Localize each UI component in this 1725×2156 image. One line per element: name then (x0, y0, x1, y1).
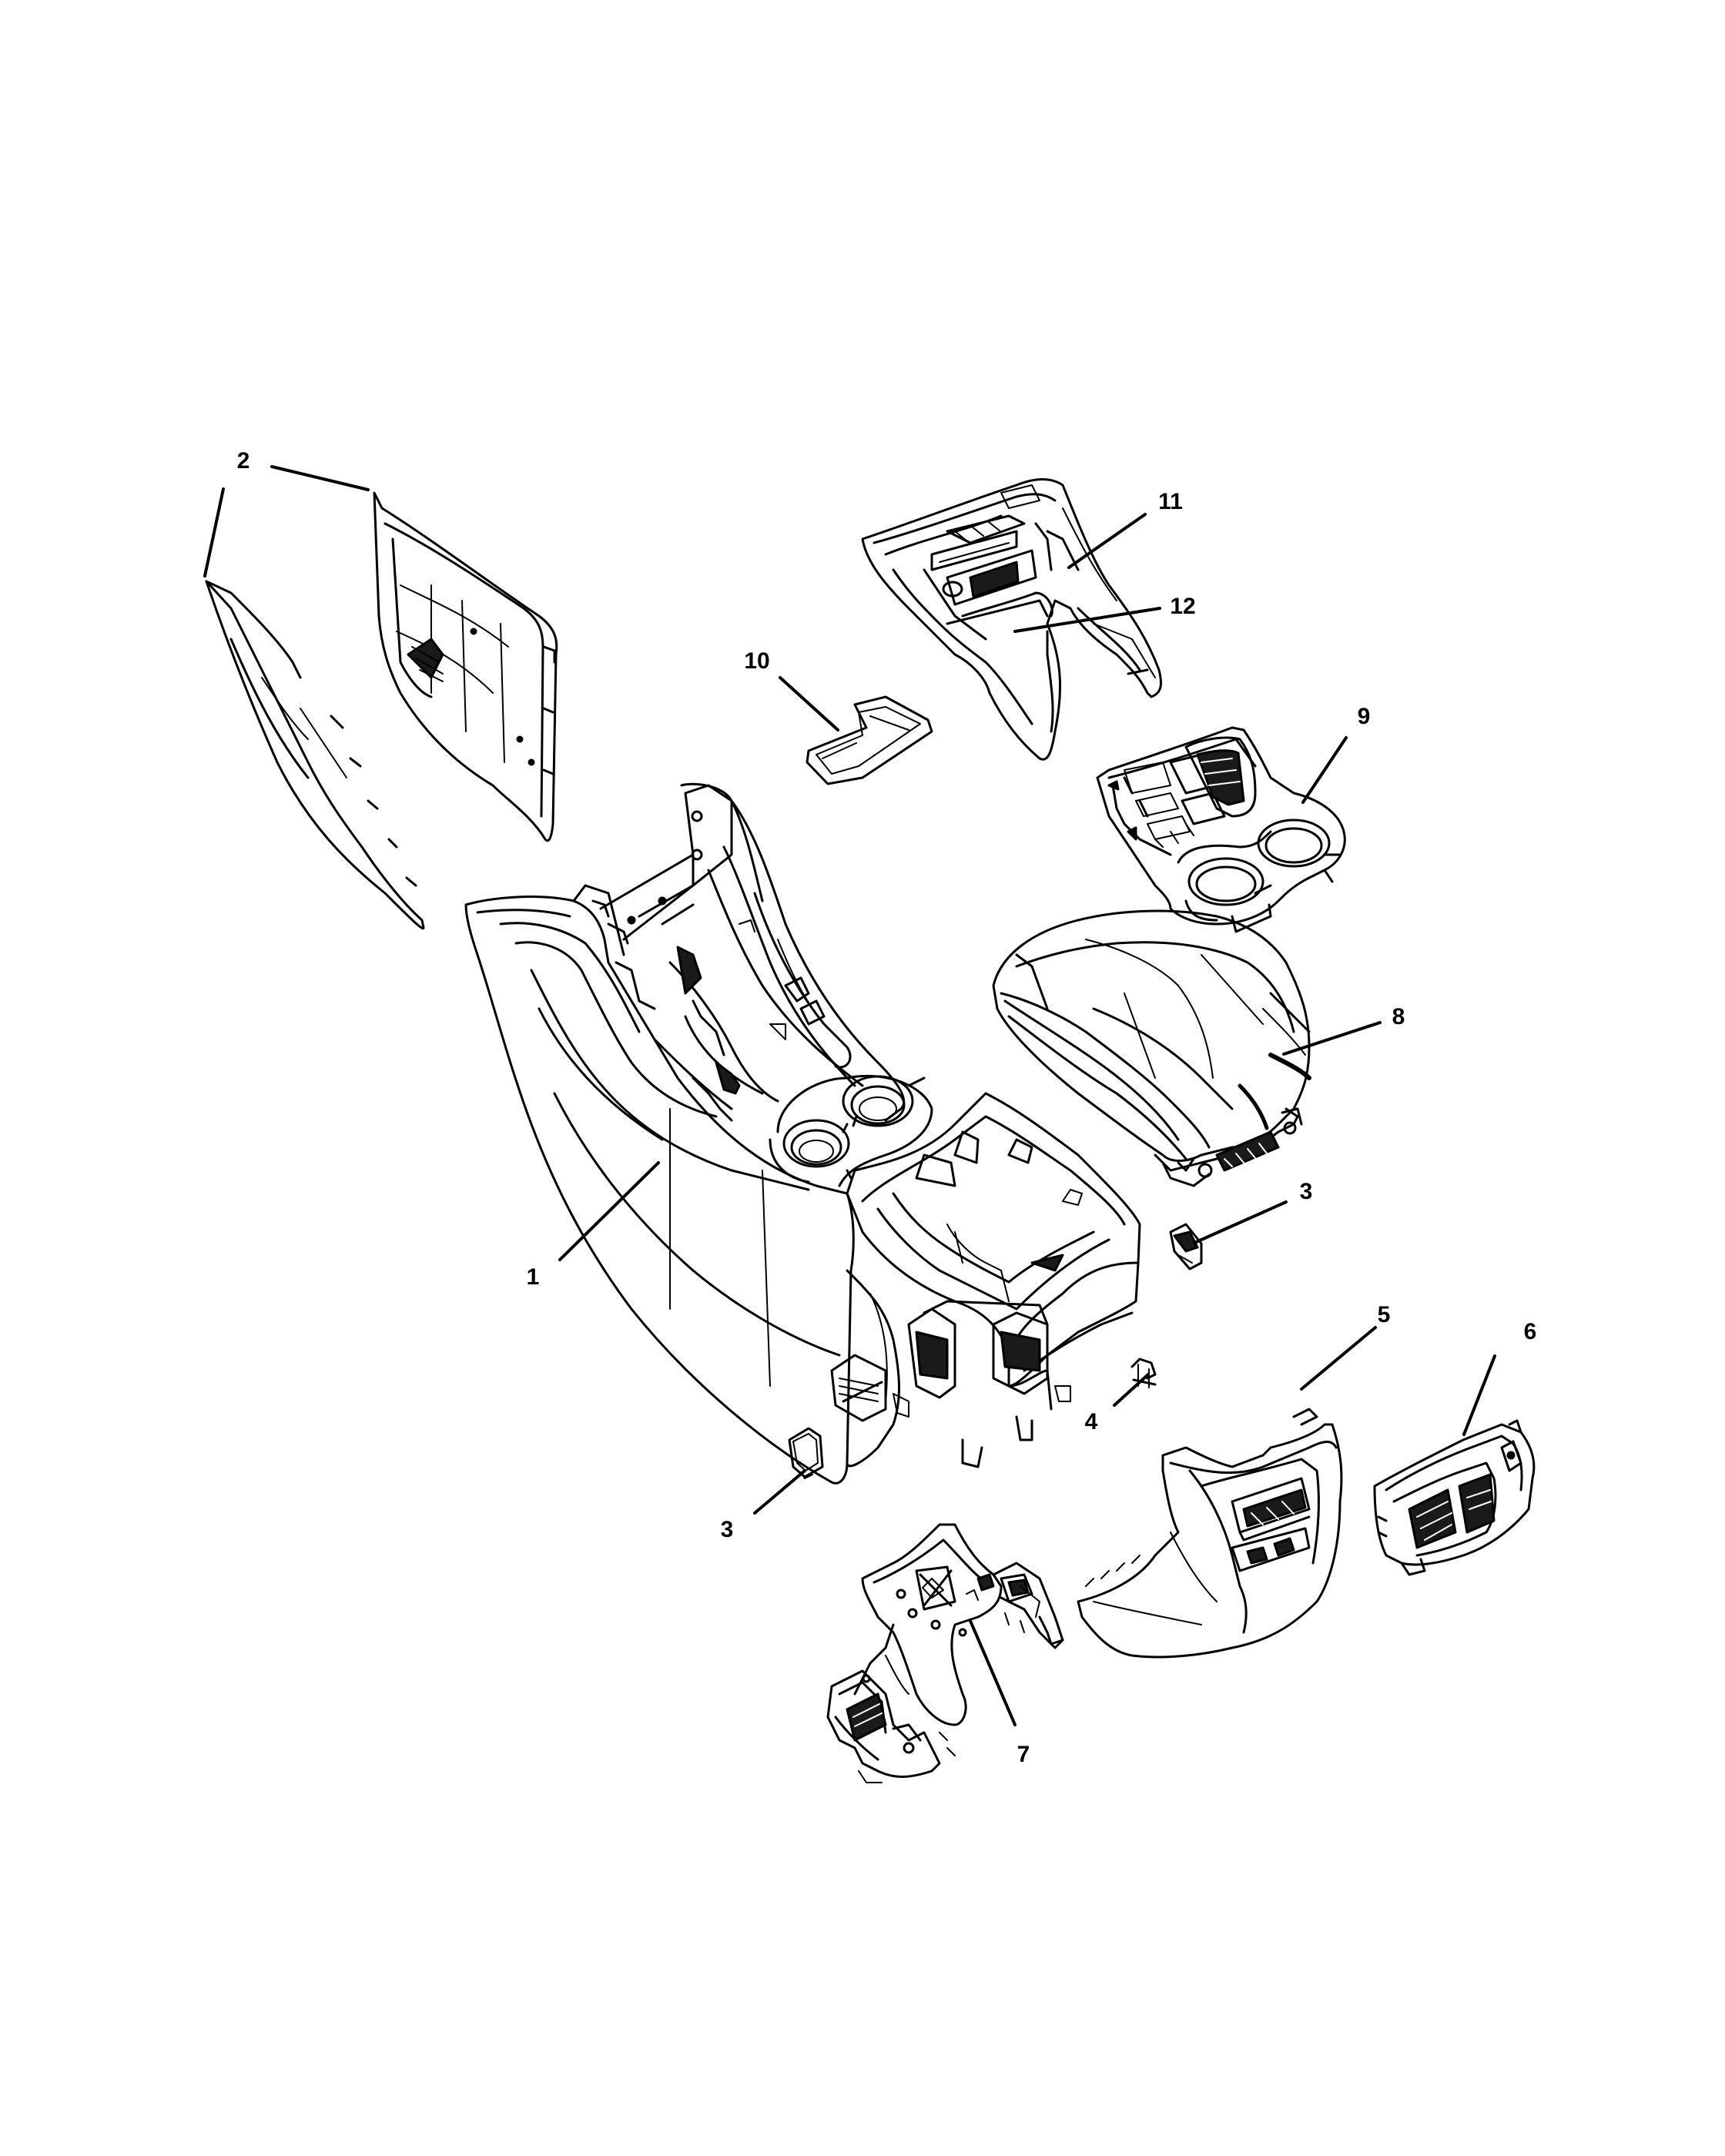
leader-11 (1067, 513, 1147, 569)
leader-12 (1013, 607, 1161, 633)
callout-3-left: 3 (721, 1517, 734, 1542)
callout-3-right: 3 (1300, 1179, 1313, 1204)
callout-8: 8 (1392, 1004, 1405, 1029)
leader-lines (203, 465, 1496, 1726)
part-8-armrest-lid (992, 909, 1311, 1187)
part-9-cupholder-bezel (1096, 726, 1346, 933)
callout-9: 9 (1358, 704, 1371, 729)
part-3-clip-right (1169, 1223, 1203, 1270)
leader-6 (1462, 1354, 1496, 1436)
part-10-mat (806, 695, 933, 785)
leader-2-upper (270, 465, 370, 491)
leader-3-left (753, 1469, 806, 1515)
leader-1 (558, 1161, 660, 1261)
callout-4: 4 (1085, 1409, 1098, 1435)
part-2-side-panels (205, 491, 558, 930)
leader-8 (1282, 1021, 1382, 1056)
callout-7: 7 (1017, 1742, 1030, 1767)
callout-6: 6 (1524, 1319, 1537, 1344)
leader-4 (1113, 1373, 1150, 1407)
callout-11: 11 (1158, 489, 1183, 514)
part-5-rear-bezel (1077, 1408, 1343, 1659)
part-1-console-body (464, 782, 1141, 1485)
leader-10 (779, 676, 839, 732)
callout-labels: 2 10 11 12 9 8 3 1 4 5 6 3 7 (237, 448, 1537, 1767)
callout-1: 1 (527, 1264, 540, 1290)
leader-3-right (1193, 1200, 1288, 1244)
callout-5: 5 (1378, 1302, 1391, 1327)
callout-2: 2 (237, 448, 250, 474)
part-7-mounting-bracket (826, 1523, 1064, 1783)
callout-10: 10 (744, 648, 769, 674)
leader-9 (1301, 736, 1348, 804)
part-11-12-upper-bezel (861, 478, 1162, 761)
leader-5 (1300, 1326, 1377, 1391)
leader-2-lower (203, 487, 225, 578)
leader-7 (969, 1619, 1017, 1726)
part-4-retainer (1130, 1358, 1157, 1388)
part-6-power-outlet (1373, 1419, 1536, 1576)
callout-12: 12 (1170, 594, 1195, 619)
